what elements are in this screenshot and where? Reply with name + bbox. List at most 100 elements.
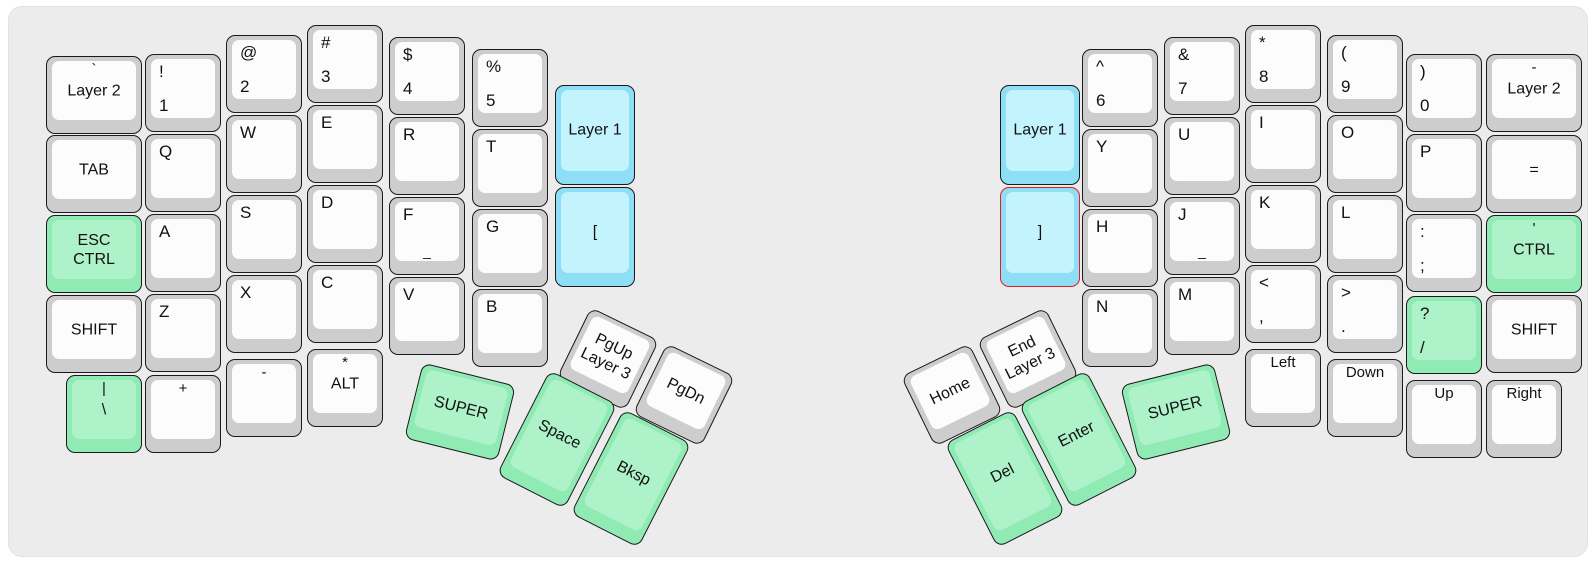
keycap-face	[232, 200, 296, 259]
key-asterisk-8[interactable]: *8	[1245, 25, 1321, 103]
key-shift-right[interactable]: SHIFT	[1486, 295, 1582, 373]
keycap-face	[1088, 294, 1152, 353]
keycap-face	[232, 120, 296, 179]
key-y[interactable]: Y	[1082, 129, 1158, 207]
keycap-face	[984, 314, 1068, 396]
key-rparen-0[interactable]: )0	[1406, 54, 1482, 132]
keycap-face	[313, 354, 377, 413]
keycap-face	[1127, 368, 1223, 447]
keycap-face	[1333, 364, 1397, 423]
key-k[interactable]: K	[1245, 185, 1321, 263]
key-g[interactable]: G	[472, 209, 548, 287]
keycap-face	[1492, 385, 1556, 444]
key-tab[interactable]: TAB	[46, 135, 142, 213]
keycap-face	[1251, 30, 1315, 89]
key-shift-left[interactable]: SHIFT	[46, 295, 142, 373]
key-ampersand-7[interactable]: &7	[1164, 37, 1240, 115]
key-esc-ctrl[interactable]: ESC CTRL	[46, 215, 142, 293]
key-w[interactable]: W	[226, 115, 302, 193]
key-n[interactable]: N	[1082, 289, 1158, 367]
keycap-face	[478, 54, 542, 113]
key-plus[interactable]: +	[145, 375, 221, 453]
key-super-left[interactable]: SUPER	[403, 362, 517, 462]
key-at-2[interactable]: @2	[226, 35, 302, 113]
key-q[interactable]: Q	[145, 134, 221, 212]
key-b[interactable]: B	[472, 289, 548, 367]
keycap-face	[1251, 190, 1315, 249]
key-dash-layer2[interactable]: -Layer 2	[1486, 54, 1582, 132]
key-i[interactable]: I	[1245, 105, 1321, 183]
key-backtick-layer2[interactable]: `Layer 2	[46, 56, 142, 134]
key-colon-semicolon[interactable]: :;	[1406, 214, 1482, 292]
key-super-right[interactable]: SUPER	[1119, 362, 1233, 462]
key-exclam-1[interactable]: !1	[145, 54, 221, 132]
key-right-bracket[interactable]: ]	[1000, 187, 1080, 287]
keycap-face	[52, 220, 136, 279]
key-dollar-4[interactable]: $4	[389, 37, 465, 115]
keycap-face	[52, 300, 136, 359]
keycap-face	[395, 202, 459, 261]
key-z[interactable]: Z	[145, 294, 221, 372]
key-f[interactable]: F_	[389, 197, 465, 275]
keycap-face	[568, 314, 652, 396]
key-v[interactable]: V	[389, 277, 465, 355]
keycap-face	[232, 40, 296, 99]
keycap-face	[151, 139, 215, 198]
key-less-comma[interactable]: <,	[1245, 265, 1321, 343]
key-arrow-left[interactable]: Left	[1245, 349, 1321, 427]
keycap-face	[52, 140, 136, 199]
key-a[interactable]: A	[145, 214, 221, 292]
key-s[interactable]: S	[226, 195, 302, 273]
key-r[interactable]: R	[389, 117, 465, 195]
keycap-face	[1412, 139, 1476, 198]
key-arrow-right[interactable]: Right	[1486, 380, 1562, 458]
keycap-face	[313, 30, 377, 89]
key-d[interactable]: D	[307, 185, 383, 263]
key-j[interactable]: J_	[1164, 197, 1240, 275]
key-layer1-left[interactable]: Layer 1	[555, 85, 635, 185]
keycap-face	[908, 350, 992, 432]
key-e[interactable]: E	[307, 105, 383, 183]
keycap-face	[1251, 270, 1315, 329]
key-l[interactable]: L	[1327, 195, 1403, 273]
key-question-slash[interactable]: ?/	[1406, 296, 1482, 374]
key-left-bracket[interactable]: [	[555, 187, 635, 287]
key-arrow-up[interactable]: Up	[1406, 380, 1482, 458]
key-pipe-backslash[interactable]: |\	[66, 375, 142, 453]
key-hash-3[interactable]: #3	[307, 25, 383, 103]
keycap-face	[1333, 200, 1397, 259]
key-minus[interactable]: -	[226, 359, 302, 437]
keycap-face	[413, 368, 509, 447]
key-equals[interactable]: =	[1486, 135, 1582, 213]
key-c[interactable]: C	[307, 265, 383, 343]
key-quote-ctrl[interactable]: 'CTRL	[1486, 215, 1582, 293]
keycap-face	[313, 190, 377, 249]
key-layer1-right[interactable]: Layer 1	[1000, 85, 1080, 185]
key-lparen-9[interactable]: (9	[1327, 35, 1403, 113]
keycap-face	[72, 380, 136, 439]
key-u[interactable]: U	[1164, 117, 1240, 195]
keycap-face	[1088, 214, 1152, 273]
key-caret-6[interactable]: ^6	[1082, 49, 1158, 127]
keycap-face	[1412, 59, 1476, 118]
key-asterisk-alt[interactable]: *ALT	[307, 349, 383, 427]
keycap-face	[1170, 282, 1234, 341]
keycap-face	[313, 110, 377, 169]
keycap-face	[1170, 202, 1234, 261]
keycap-face	[478, 214, 542, 273]
key-greater-period[interactable]: >.	[1327, 275, 1403, 353]
key-p[interactable]: P	[1406, 134, 1482, 212]
key-m[interactable]: M	[1164, 277, 1240, 355]
keycap-face	[151, 219, 215, 278]
keycap-face	[151, 299, 215, 358]
key-t[interactable]: T	[472, 129, 548, 207]
keycap-face	[478, 294, 542, 353]
key-h[interactable]: H	[1082, 209, 1158, 287]
key-arrow-down[interactable]: Down	[1327, 359, 1403, 437]
key-o[interactable]: O	[1327, 115, 1403, 193]
keycap-face	[151, 380, 215, 439]
key-percent-5[interactable]: %5	[472, 49, 548, 127]
key-x[interactable]: X	[226, 275, 302, 353]
